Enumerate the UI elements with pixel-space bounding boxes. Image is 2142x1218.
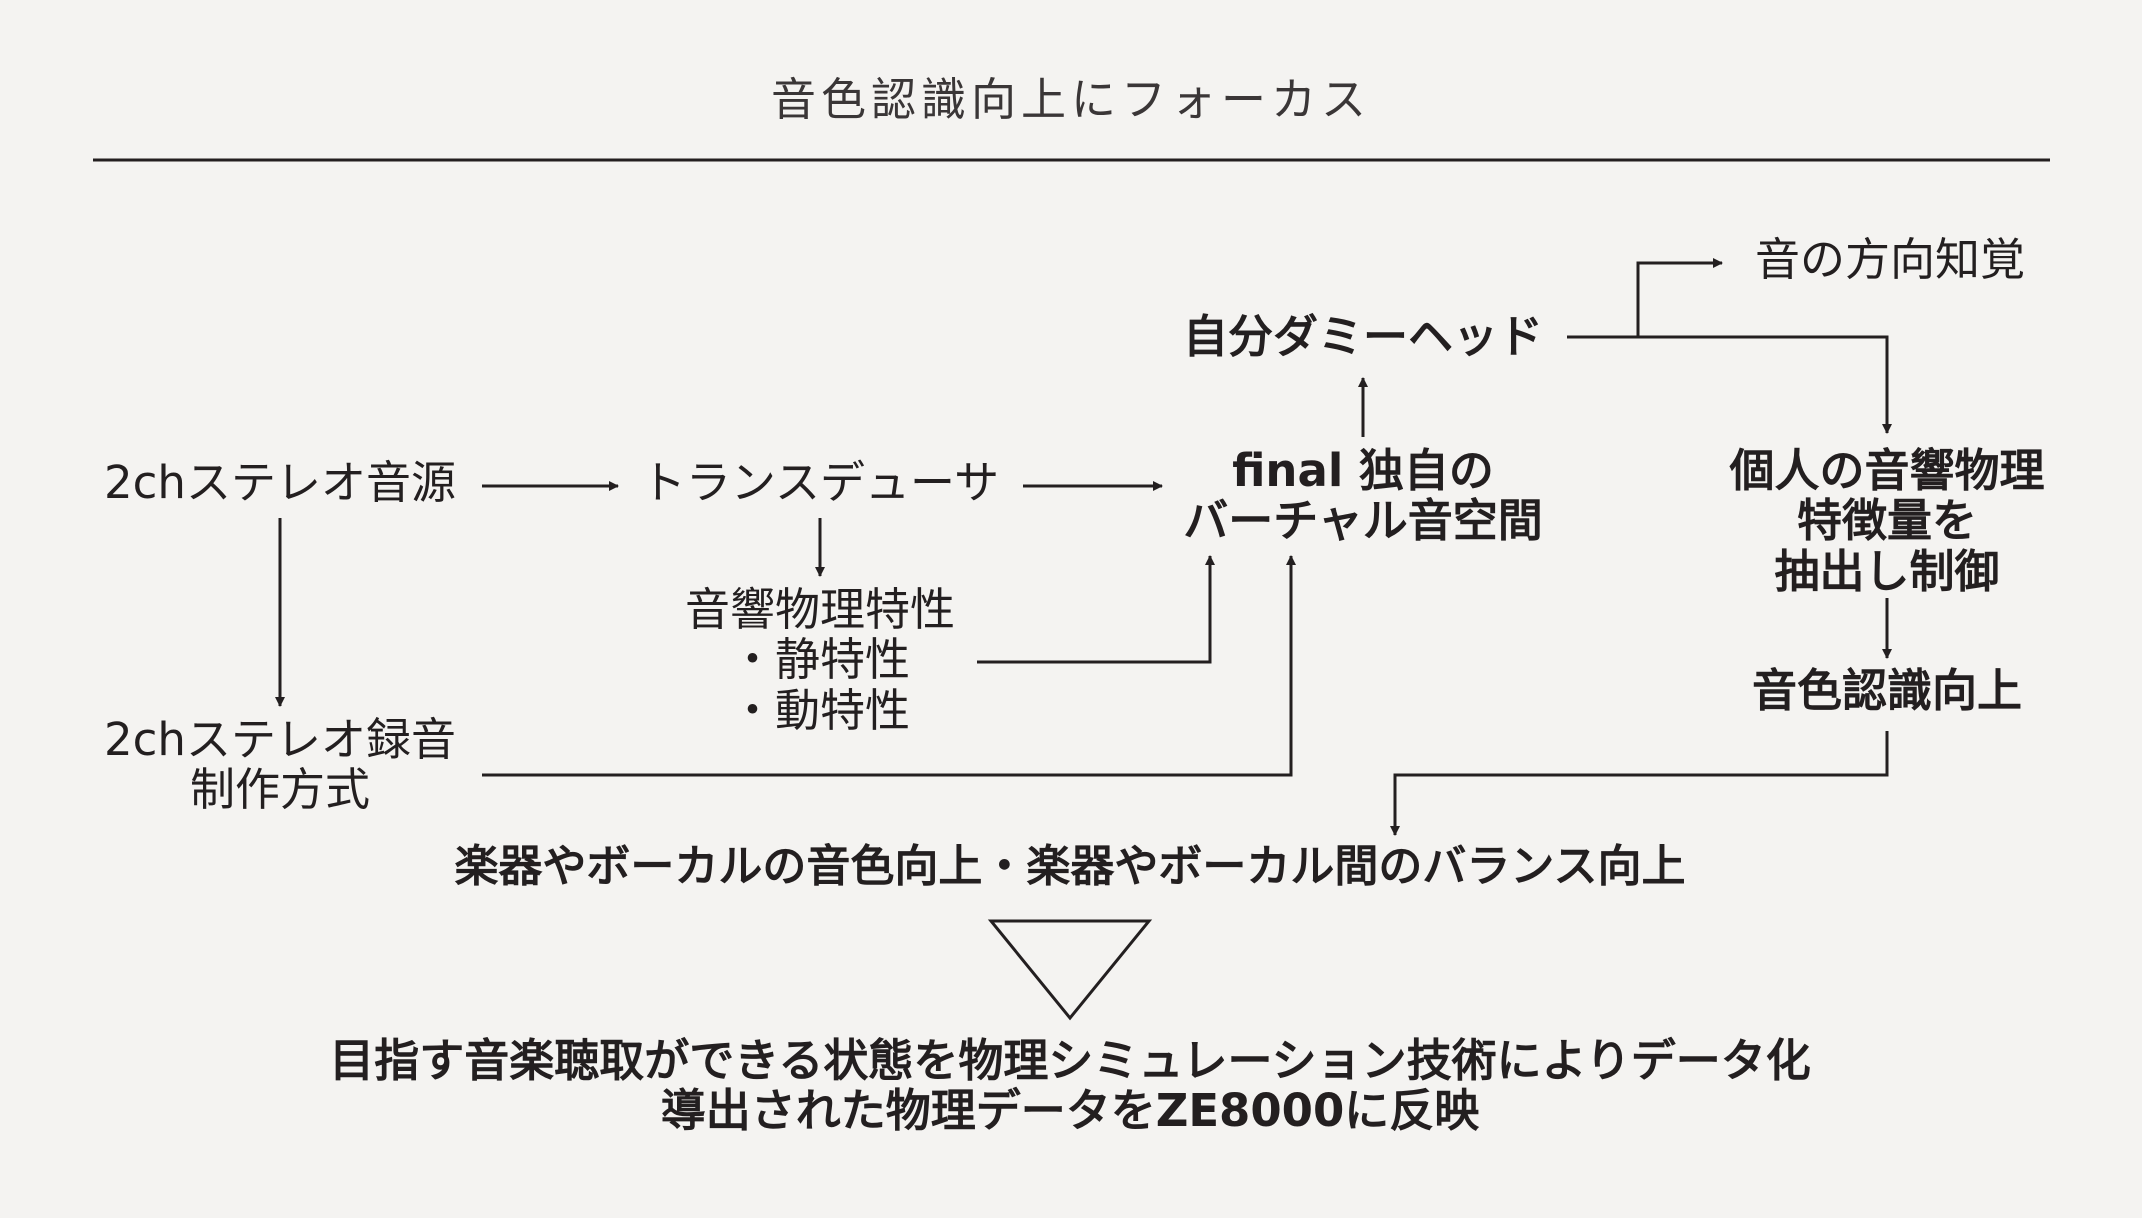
arrow-acoustic-to-virtual-space xyxy=(977,555,1215,664)
node-conclusion: 目指す音楽聴取ができる状態を物理シミュレーション技術によりデータ化 導出された物… xyxy=(329,1034,1811,1138)
node-personal-features: 個人の音響物理 特徴量を 抽出し制御 xyxy=(1729,444,2045,598)
arrow-recording-to-virtual-space xyxy=(482,555,1296,777)
arrow-dummy-head-to-personal xyxy=(1567,335,1892,434)
node-virtual-space: final 独自の バーチャル音空間 xyxy=(1183,444,1543,548)
arrow-timbre-to-balance xyxy=(1390,731,1889,836)
down-triangle-icon xyxy=(987,919,1153,1021)
node-transducer: トランスデューサ xyxy=(640,456,1000,509)
node-stereo-recording: 2chステレオ録音 制作方式 xyxy=(104,713,456,817)
arrow-dummy-head-to-direction xyxy=(1636,258,1723,337)
node-direction-perception: 音の方向知覚 xyxy=(1754,233,2025,286)
node-balance-improvement: 楽器やボーカルの音色向上・楽器やボーカル間のバランス向上 xyxy=(454,841,1686,892)
node-acoustic-properties: 音響物理特性 ・静特性 ・動特性 xyxy=(684,583,955,737)
node-timbre-recognition: 音色認識向上 xyxy=(1751,664,2022,717)
node-dummy-head: 自分ダミーヘッド xyxy=(1182,310,1543,363)
node-stereo-source: 2chステレオ音源 xyxy=(104,456,456,509)
diagram-title: 音色認識向上にフォーカス xyxy=(770,73,1371,126)
